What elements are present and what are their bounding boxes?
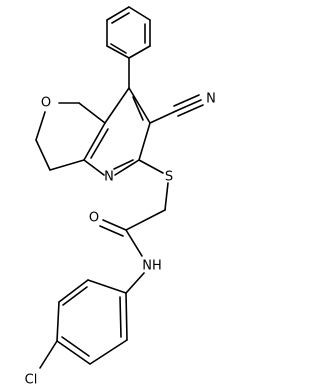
atom-label-carbonyl-oxygen: O <box>89 211 99 226</box>
double-bond <box>110 43 127 54</box>
bond <box>138 122 151 161</box>
pyran-ring <box>35 102 106 171</box>
atom-labels: O N N S O NH Cl <box>25 92 216 388</box>
nitrile-group <box>149 94 204 124</box>
chlorophenyl-ring <box>39 279 128 369</box>
bond <box>125 292 128 341</box>
molecule-canvas: O N N S O NH Cl <box>24 6 216 388</box>
atom-label-pyridine-nitrogen: N <box>104 170 114 185</box>
double-bond <box>113 159 134 170</box>
pyridine-ring <box>83 87 151 176</box>
double-bond <box>132 96 144 121</box>
double-bond <box>61 336 90 357</box>
phenyl-ring <box>106 6 151 59</box>
bond <box>35 139 51 171</box>
bond <box>87 279 127 294</box>
double-bond <box>62 286 88 306</box>
triple-bond <box>175 99 202 112</box>
bond <box>78 102 106 124</box>
atom-label-amide-nh: NH <box>142 259 162 274</box>
bond <box>56 301 60 342</box>
atom-label-sulfur: S <box>165 170 173 185</box>
double-bond <box>99 225 124 237</box>
bond <box>39 340 58 369</box>
bond <box>83 122 106 161</box>
triple-bond <box>177 104 204 117</box>
side-chain <box>99 159 169 294</box>
bond <box>58 279 89 303</box>
bond <box>104 87 130 124</box>
double-bond <box>119 296 122 338</box>
bond <box>49 159 85 171</box>
structure-drawing: O N N S O NH Cl <box>25 6 216 388</box>
bond <box>128 87 151 124</box>
bond <box>83 159 105 176</box>
bond <box>149 110 177 124</box>
bond <box>125 272 145 294</box>
bond <box>125 229 143 257</box>
bond <box>128 6 151 21</box>
bond <box>138 159 164 174</box>
bond <box>89 339 128 365</box>
bond <box>106 6 130 21</box>
double-bond <box>102 219 127 231</box>
atom-label-chlorine: Cl <box>25 373 38 388</box>
bond <box>128 45 151 59</box>
atom-label-ring-oxygen: O <box>41 96 51 111</box>
triple-bond <box>173 94 200 107</box>
bond <box>125 209 166 231</box>
bond <box>56 340 91 365</box>
bond <box>35 111 46 141</box>
bond <box>106 45 130 59</box>
bond <box>164 182 169 211</box>
atom-label-nitrile-nitrogen: N <box>206 92 216 107</box>
double-bond <box>90 128 109 159</box>
bond <box>114 159 140 176</box>
double-bond <box>111 12 130 24</box>
